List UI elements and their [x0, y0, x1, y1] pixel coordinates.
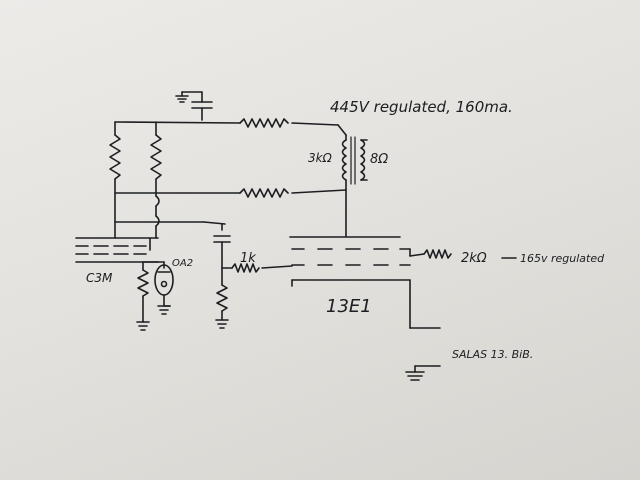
label-regulator-tube: OA2 — [172, 258, 193, 269]
bypass-capacitor-top — [181, 91, 213, 121]
resistor-inner-vertical — [150, 121, 162, 239]
ground-symbol-output — [405, 365, 441, 381]
ground-symbol-grid — [215, 319, 229, 329]
label-output-tube: 13E1 — [326, 296, 372, 317]
label-supply: 445V regulated, 160ma. — [330, 98, 513, 116]
label-secondary-impedance: 8Ω — [370, 152, 388, 167]
label-screen-supply: 165v regulated — [520, 252, 605, 265]
grid-stopper-resistor — [221, 263, 293, 273]
label-screen-resistor: 2kΩ — [461, 251, 487, 266]
output-transformer — [341, 134, 368, 237]
output-tube-13e1 — [289, 236, 441, 329]
grid-leak-resistor — [216, 267, 228, 321]
driver-cathode-network — [137, 261, 165, 323]
ground-symbol-driver — [136, 321, 150, 331]
driver-tube-c3m — [75, 237, 159, 263]
label-grid-resistor: 1k — [240, 251, 256, 266]
ground-symbol-regulator — [157, 305, 171, 315]
regulator-tube-oa2 — [154, 264, 174, 307]
label-driver-tube: C3M — [86, 271, 113, 285]
screen-resistor — [423, 249, 517, 259]
resistor-left-vertical — [109, 121, 121, 239]
label-primary-impedance: 3kΩ — [308, 151, 333, 165]
label-credit: SALAS 13. BiB. — [452, 348, 533, 361]
middle-rail — [114, 188, 347, 225]
ground-symbol-top — [175, 95, 189, 103]
coupling-capacitor — [213, 223, 231, 269]
top-rail — [114, 118, 347, 136]
